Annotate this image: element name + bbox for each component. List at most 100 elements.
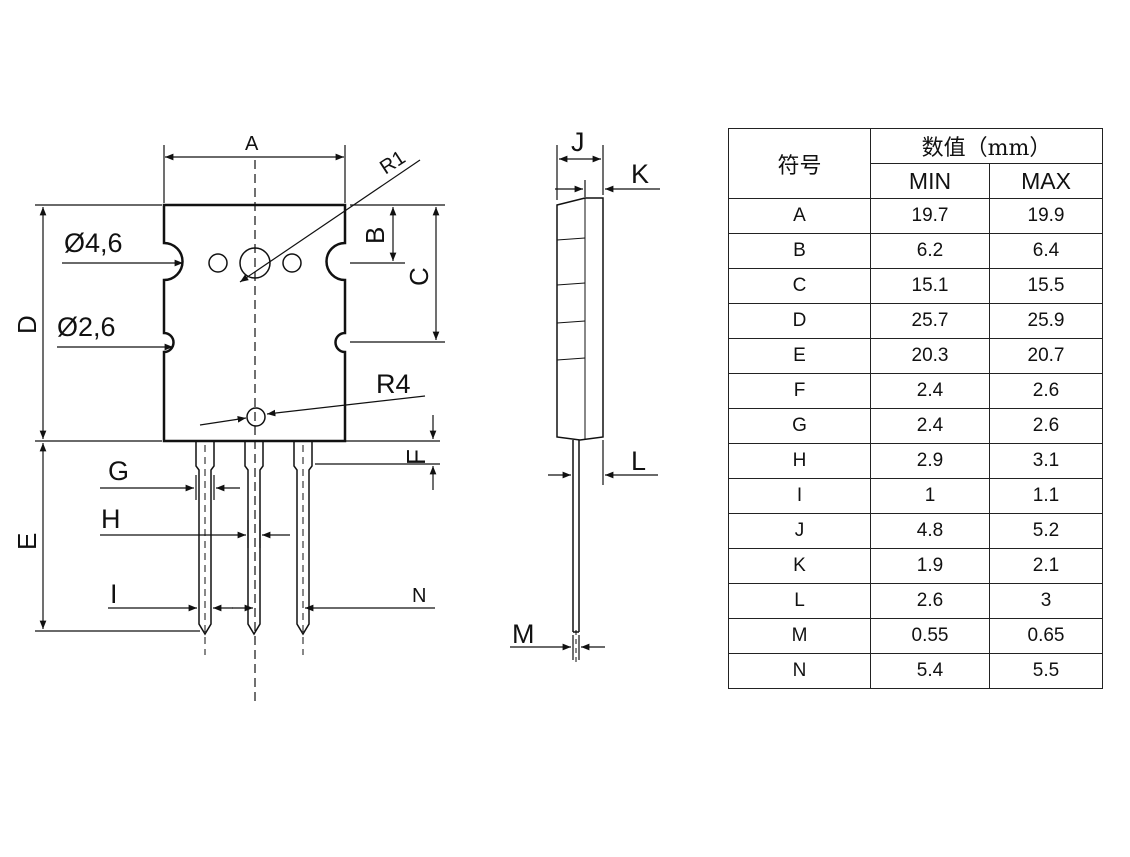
cell-symbol: J [728,513,871,549]
cell-max: 6.4 [989,233,1103,269]
dim-b [350,204,405,264]
label-c: C [404,267,434,286]
cell-min: 0.55 [870,618,990,654]
cell-min: 2.9 [870,443,990,479]
cell-symbol: I [728,478,871,514]
label-r4: R4 [376,369,411,399]
r1-leader [239,159,421,283]
max-header: MAX [989,163,1103,199]
cell-max: 1.1 [989,478,1103,514]
cell-symbol: K [728,548,871,584]
dim-j [556,145,604,200]
cell-symbol: D [728,303,871,339]
lead-center [244,441,264,636]
cell-max: 5.2 [989,513,1103,549]
label-j: J [571,127,585,157]
cell-min: 2.4 [870,373,990,409]
lower-hole [246,407,266,427]
cell-max: 19.9 [989,198,1103,234]
cell-max: 2.6 [989,408,1103,444]
cell-symbol: N [728,653,871,689]
cell-min: 1 [870,478,990,514]
cell-min: 4.8 [870,513,990,549]
cell-max: 3 [989,583,1103,619]
cell-min: 15.1 [870,268,990,304]
lead-left [195,441,215,636]
front-view [35,145,445,705]
cell-max: 20.7 [989,338,1103,374]
value-header: 数值（mm） [870,128,1103,164]
dim-e [35,443,200,632]
dim-c [350,204,445,343]
symbol-header: 符号 [728,128,871,199]
side-lead [572,440,580,633]
label-i: I [110,579,118,609]
label-a: A [245,133,259,155]
label-hole-small: Ø2,6 [57,312,116,342]
right-hole [282,253,302,273]
cell-min: 19.7 [870,198,990,234]
cell-max: 15.5 [989,268,1103,304]
cell-symbol: G [728,408,871,444]
cell-min: 5.4 [870,653,990,689]
label-r1: R1 [376,147,409,179]
cell-min: 25.7 [870,303,990,339]
cell-max: 25.9 [989,303,1103,339]
label-e: E [12,533,42,550]
dim-f [315,415,440,490]
cell-max: 2.6 [989,373,1103,409]
label-m: M [512,619,535,649]
cell-min: 2.6 [870,583,990,619]
cell-symbol: M [728,618,871,654]
side-body [556,197,604,441]
cell-symbol: E [728,338,871,374]
dim-a [163,145,346,203]
label-f: F [401,449,431,465]
cell-symbol: A [728,198,871,234]
cell-min: 1.9 [870,548,990,584]
r4-leader-right [266,395,426,417]
left-hole [208,253,228,273]
dim-g [100,475,240,500]
cell-min: 20.3 [870,338,990,374]
lead-right [293,441,313,636]
label-hole-large: Ø4,6 [64,228,123,258]
dim-d [35,204,162,442]
cell-min: 6.2 [870,233,990,269]
dim-h [100,520,290,548]
label-l: L [631,446,646,476]
min-header: MIN [870,163,990,199]
cell-symbol: C [728,268,871,304]
label-g: G [108,456,129,486]
label-h: H [101,504,121,534]
cell-max: 0.65 [989,618,1103,654]
side-view-labels: J K L M [512,127,649,649]
cell-min: 2.4 [870,408,990,444]
cell-max: 2.1 [989,548,1103,584]
dim-l [548,440,658,485]
cell-symbol: L [728,583,871,619]
label-b: B [360,227,390,244]
package-outline-drawing: A R1 B C D Ø4,6 Ø2,6 R4 F G H E I N [12,127,660,705]
leads [195,441,313,655]
label-n: N [412,585,426,607]
label-d: D [12,315,42,334]
r4-leader-left [199,415,247,426]
dim-k [555,180,660,197]
cell-max: 3.1 [989,443,1103,479]
cell-symbol: B [728,233,871,269]
